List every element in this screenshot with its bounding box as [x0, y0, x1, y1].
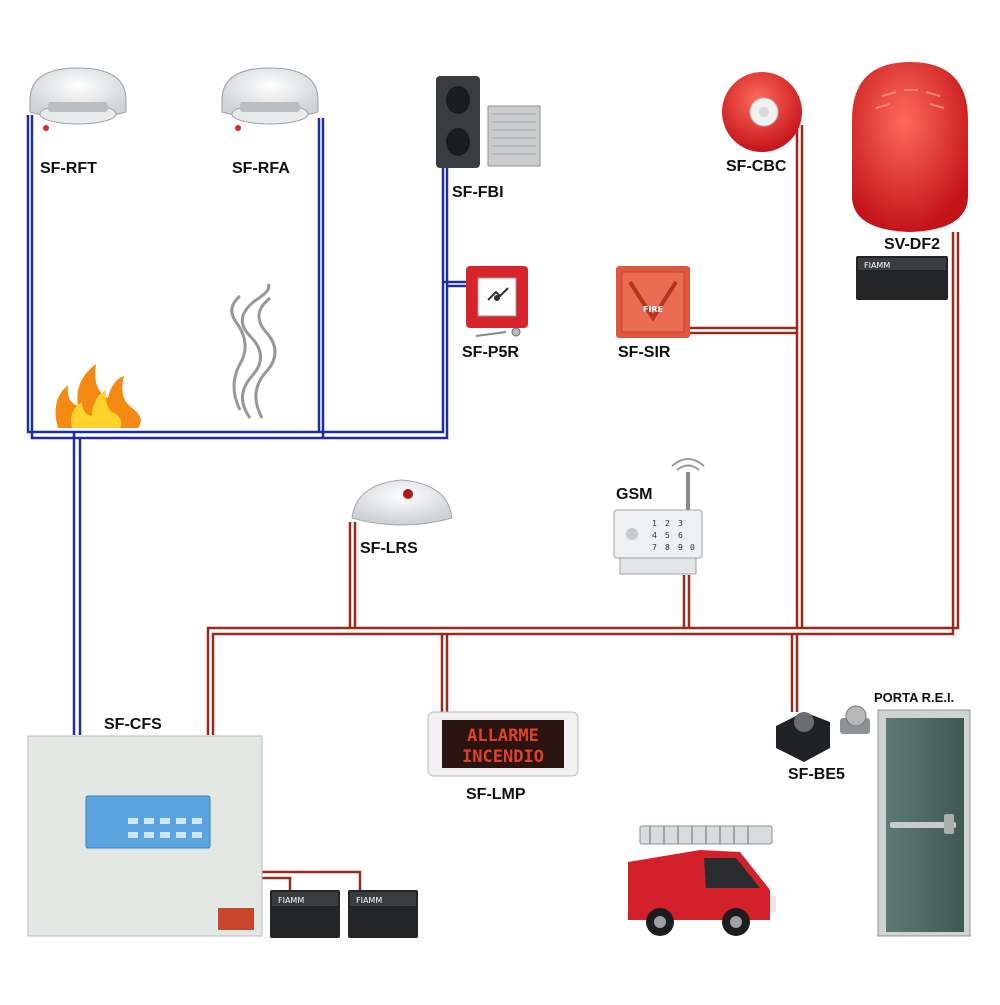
label-sf-lmp: SF-LMP [466, 786, 526, 803]
panel-battery-1-icon: FIAMM [270, 890, 340, 938]
label-sf-lrs: SF-LRS [360, 540, 418, 557]
label-gsm: GSM [616, 486, 653, 503]
label-sf-cbc: SF-CBC [726, 158, 787, 175]
siren-sir-icon: FIRE [616, 266, 690, 338]
manual-call-point-p5r-icon [466, 266, 528, 337]
label-sf-be5: SF-BE5 [788, 766, 845, 783]
panel-battery-2-icon: FIAMM [348, 890, 418, 938]
gsm-key-6: 6 [678, 531, 683, 540]
label-sf-rfa: SF-RFA [232, 160, 290, 177]
battery-brand-df2: FIAMM [864, 261, 890, 270]
door-holder-be5-icon [776, 705, 870, 762]
battery-brand-2: FIAMM [356, 896, 382, 905]
fire-door-icon [877, 709, 971, 937]
alarm-sign-lmp-icon: ALLARME INCENDIO [427, 711, 579, 777]
gsm-key-0: 0 [690, 543, 695, 552]
gsm-key-5: 5 [665, 531, 670, 540]
detection-loop-wiring [26, 77, 468, 735]
gsm-key-2: 2 [665, 519, 670, 528]
control-panel-cfs-icon [27, 735, 263, 937]
fire-truck-icon [628, 825, 776, 936]
gsm-key-3: 3 [678, 519, 683, 528]
smoke-detector-rfa-icon [221, 67, 319, 131]
gsm-key-1: 1 [652, 519, 657, 528]
smoke-icon [230, 283, 277, 419]
label-sf-cfs: SF-CFS [104, 716, 162, 733]
battery-df2-icon: FIAMM [856, 256, 948, 300]
gsm-key-7: 7 [652, 543, 657, 552]
lmp-line-2: INCENDIO [462, 747, 544, 767]
flame-detector-lrs-icon [351, 479, 453, 526]
bell-cbc-icon [722, 72, 802, 152]
smoke-detector-rft-icon [29, 67, 127, 131]
label-sf-fbi: SF-FBI [452, 184, 504, 201]
beam-detector-fbi-icon [436, 76, 541, 168]
label-porta-rei: PORTA R.E.I. [874, 690, 955, 705]
gsm-key-9: 9 [678, 543, 683, 552]
battery-brand-1: FIAMM [278, 896, 304, 905]
gsm-key-8: 8 [665, 543, 670, 552]
siren-fire-text: FIRE [643, 305, 663, 314]
gsm-key-4: 4 [652, 531, 657, 540]
gsm-dialer-icon [613, 458, 705, 575]
lmp-line-1: ALLARME [467, 726, 539, 746]
label-sf-sir: SF-SIR [618, 344, 671, 361]
label-sf-p5r: SF-P5R [462, 344, 519, 361]
alarm-line-wiring [206, 125, 960, 890]
outdoor-siren-df2-icon [852, 62, 968, 232]
gsm-keypad: 1 2 3 4 5 6 7 8 9 0 [652, 519, 695, 552]
label-sv-df2: SV-DF2 [884, 236, 941, 253]
fire-flame-icon [55, 364, 141, 428]
label-sf-rft: SF-RFT [40, 160, 97, 177]
